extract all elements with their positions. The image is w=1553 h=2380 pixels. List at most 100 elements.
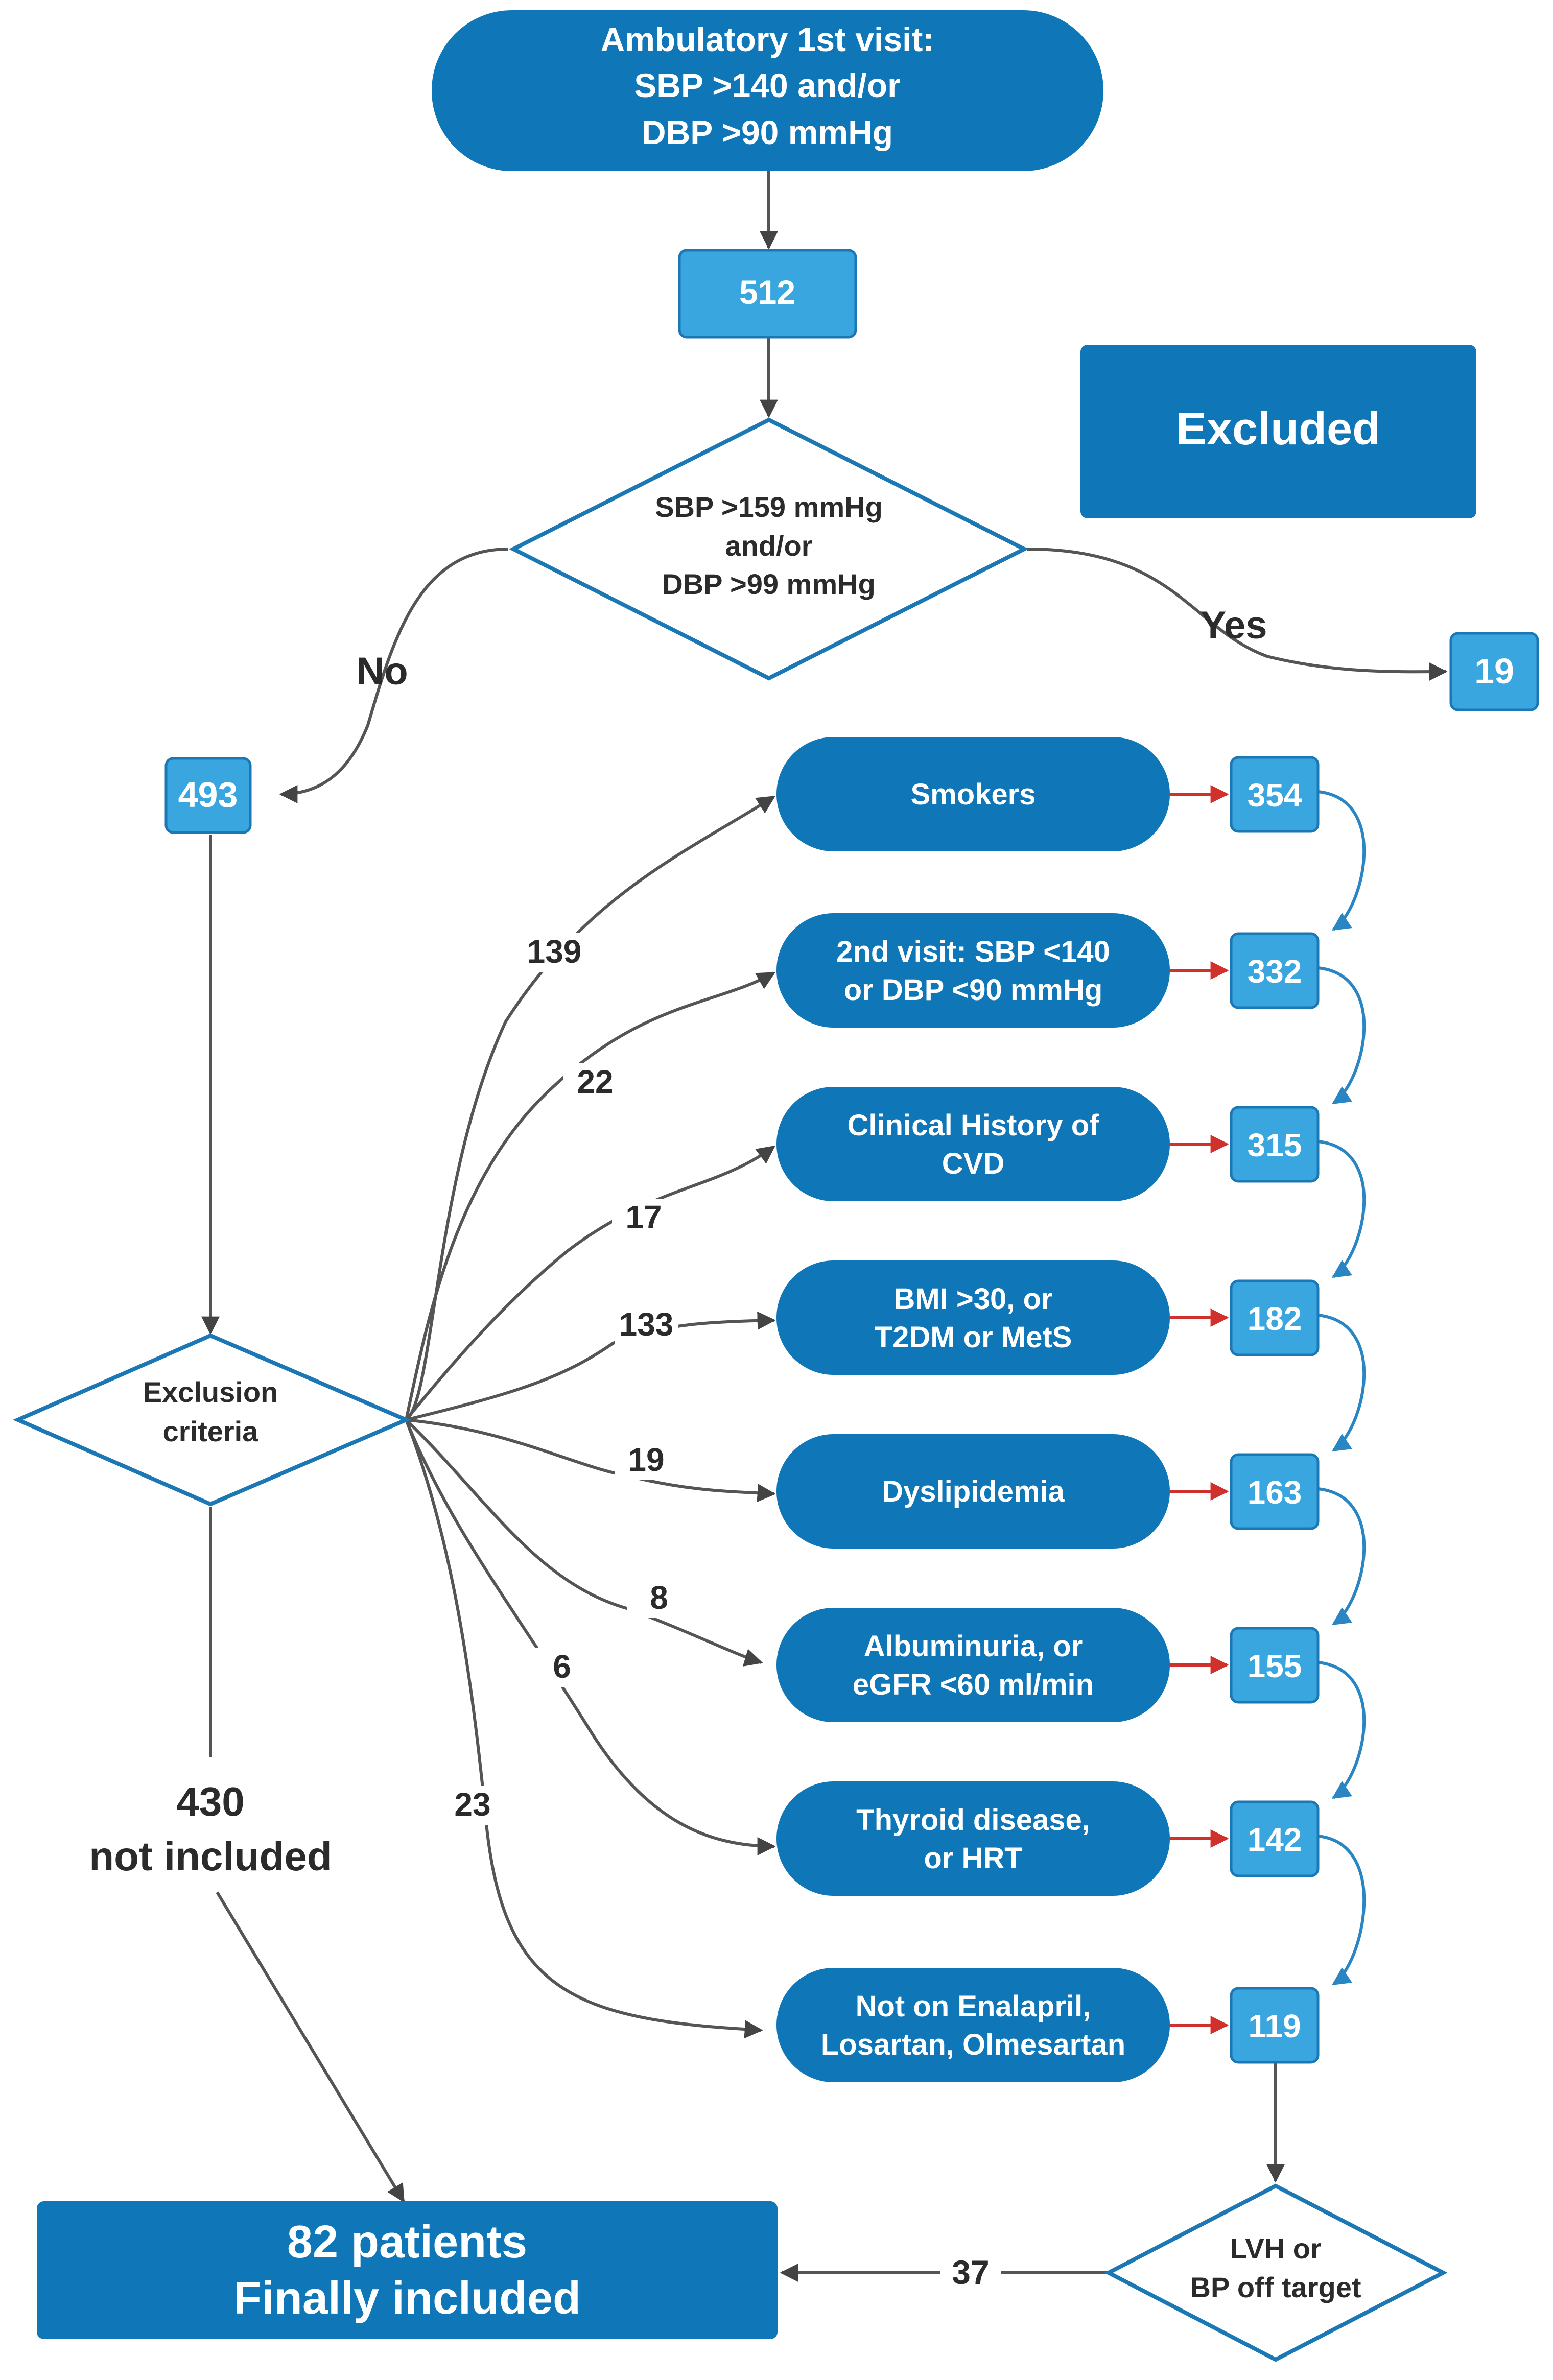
initial-count: 512 [739, 273, 795, 311]
criterion-remaining: 315 [1248, 1127, 1302, 1163]
exclusion-diamond: Exclusion criteria [13, 1333, 412, 1507]
red-arrows [1170, 785, 1229, 2034]
criterion-label: Losartan, Olmesartan [821, 2028, 1125, 2061]
criterion-label: or DBP <90 mmHg [844, 973, 1103, 1007]
blue-chain-connector [1317, 790, 1366, 931]
criterion-pill [776, 1968, 1170, 2082]
exclusion-line-2: criteria [163, 1415, 259, 1447]
blue-chain-connector [1317, 966, 1366, 1105]
criterion-label: Smokers [910, 778, 1036, 811]
start-ellipse [432, 10, 1103, 171]
final-result-node: 82 patients Finally included [37, 2201, 778, 2339]
criterion-excluded: 133 [619, 1306, 674, 1343]
start-line-2: SBP >140 and/or [634, 66, 901, 104]
criterion-remaining: 182 [1248, 1300, 1302, 1337]
criterion-row: Thyroid disease, or HRT 142 [776, 1781, 1320, 1896]
legend-excluded-label: Excluded [1176, 403, 1380, 455]
criterion-remaining-box [1230, 932, 1320, 1009]
final-result-line-1: 82 patients [287, 2217, 527, 2268]
final-diamond-line-2: BP off target [1190, 2271, 1361, 2303]
initial-count-node: 512 [678, 249, 857, 339]
criterion-label: or HRT [924, 1842, 1022, 1875]
start-line-1: Ambulatory 1st visit: [601, 20, 934, 58]
decision-1-line-3: DBP >99 mmHg [662, 568, 876, 600]
criterion-excluded: 23 [454, 1786, 490, 1823]
remaining-count: 493 [178, 775, 238, 815]
criterion-excluded: 22 [577, 1063, 613, 1100]
fan-to-cvd [405, 1145, 775, 1421]
criterion-remaining-box [1230, 1106, 1320, 1183]
blue-chain-connector [1317, 1314, 1366, 1452]
criterion-label: Albuminuria, or [864, 1630, 1083, 1663]
criterion-remaining-box [1230, 756, 1320, 833]
connector-yes [1026, 548, 1448, 681]
fan-to-not-on-drugs [405, 1419, 763, 2039]
criterion-remaining-box [1230, 1800, 1320, 1877]
criterion-label: Not on Enalapril, [856, 1990, 1091, 2023]
criterion-label: T2DM or MetS [875, 1321, 1072, 1354]
criterion-label: Dyslipidemia [882, 1475, 1065, 1508]
criterion-pill [776, 1781, 1170, 1896]
decision-1-line-2: and/or [725, 530, 812, 562]
criterion-row: Not on Enalapril, Losartan, Olmesartan 119 [776, 1968, 1320, 2082]
criterion-remaining-box [1230, 1453, 1320, 1530]
excluded-yes-node: 19 [1449, 632, 1539, 711]
criterion-label: Clinical History of [847, 1109, 1099, 1142]
not-included-label: not included [89, 1834, 332, 1879]
criterion-pill [776, 1434, 1170, 1549]
criterion-pill [776, 1087, 1170, 1201]
fan-to-bmi [406, 1311, 776, 1421]
remaining-node: 493 [164, 757, 252, 834]
criterion-remaining: 155 [1248, 1648, 1302, 1684]
legend-excluded: Excluded [1080, 345, 1476, 518]
criterion-row: Dyslipidemia 163 [776, 1434, 1320, 1549]
criterion-pill [776, 1260, 1170, 1375]
start-node: Ambulatory 1st visit: SBP >140 and/or DB… [432, 10, 1103, 171]
not-included-count: 430 [176, 1779, 244, 1824]
criterion-pill [776, 1608, 1170, 1722]
criterion-remaining: 142 [1248, 1821, 1302, 1858]
connector-no [279, 548, 509, 803]
criterion-row: Clinical History of CVD 315 [776, 1087, 1320, 1201]
exclusion-line-1: Exclusion [143, 1376, 278, 1408]
criterion-remaining: 332 [1248, 953, 1302, 990]
blue-chain-connector [1317, 1487, 1366, 1626]
final-diamond-line-1: LVH or [1230, 2232, 1321, 2265]
criterion-remaining-box [1230, 1987, 1320, 2064]
excluded-yes-count: 19 [1474, 651, 1514, 691]
criterion-excluded: 6 [553, 1648, 571, 1685]
criterion-pill [776, 737, 1170, 851]
criteria-layer: Smokers 354 139 2nd visit: SBP <140 or DBP <… [441, 737, 1320, 2082]
criterion-pill [776, 913, 1170, 1028]
criterion-label: Thyroid disease, [856, 1803, 1090, 1837]
fan-to-albuminuria [405, 1418, 763, 1667]
criterion-excluded: 8 [650, 1579, 668, 1616]
blue-chain-connector [1317, 1661, 1366, 1799]
fan-to-2nd-visit [405, 971, 776, 1420]
criterion-remaining: 354 [1248, 777, 1302, 814]
criterion-row: 2nd visit: SBP <140 or DBP <90 mmHg 332 [776, 913, 1320, 1028]
connector-not-included-to-final [216, 1891, 405, 2203]
fan-to-dyslipidemia [406, 1418, 776, 1503]
final-result-line-2: Finally included [233, 2273, 581, 2324]
decision-1-line-1: SBP >159 mmHg [655, 491, 883, 523]
criterion-remaining: 163 [1248, 1474, 1302, 1511]
criterion-label: 2nd visit: SBP <140 [836, 935, 1110, 968]
criterion-remaining-box [1230, 1279, 1320, 1356]
criterion-excluded: 17 [625, 1199, 662, 1235]
criterion-label: CVD [942, 1147, 1004, 1180]
start-line-3: DBP >90 mmHg [642, 113, 893, 151]
criterion-remaining-box [1230, 1627, 1320, 1704]
criterion-row: Albuminuria, or eGFR <60 ml/min 155 [776, 1608, 1320, 1722]
criterion-excluded: 139 [527, 933, 582, 970]
criterion-label: BMI >30, or [893, 1282, 1052, 1316]
no-label: No [356, 650, 408, 693]
decision-1: SBP >159 mmHg and/or DBP >99 mmHg [509, 417, 1029, 681]
final-diamond-count: 37 [952, 2253, 989, 2291]
criterion-excluded: 19 [628, 1441, 664, 1478]
criterion-remaining: 119 [1248, 2008, 1301, 2044]
criterion-row: BMI >30, or T2DM or MetS 182 [776, 1260, 1320, 1375]
yes-label: Yes [1200, 604, 1267, 647]
criterion-label: eGFR <60 ml/min [853, 1668, 1094, 1701]
